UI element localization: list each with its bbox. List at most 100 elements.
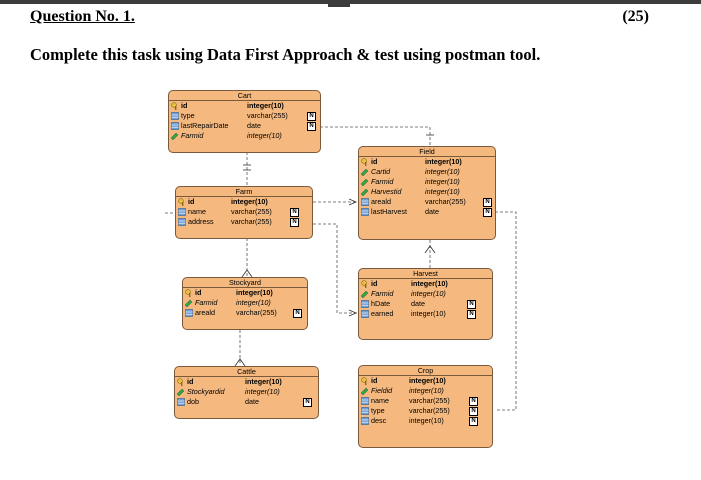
attr-name: id	[187, 377, 194, 386]
attr-type: integer(10)	[236, 288, 273, 297]
attr-type: varchar(255)	[231, 207, 272, 216]
top-border	[0, 0, 701, 4]
attr-name: Farmid	[195, 298, 218, 307]
attr-row: id integer(10)	[359, 376, 492, 386]
attr-name: address	[188, 217, 214, 226]
attr-type: varchar(255)	[425, 197, 466, 206]
attr-row: id integer(10)	[359, 157, 495, 167]
attr-name: id	[195, 288, 202, 297]
column-icon	[361, 407, 369, 415]
attr-row: Cartid integer(10)	[359, 167, 495, 177]
foreign-key-icon	[360, 188, 369, 197]
not-null-badge: N	[467, 310, 476, 319]
attr-type: integer(10)	[247, 131, 282, 140]
not-null-badge: N	[469, 397, 478, 406]
column-icon	[177, 398, 185, 406]
foreign-key-icon	[360, 387, 369, 396]
attr-type: integer(10)	[425, 157, 462, 166]
attr-type: varchar(255)	[231, 217, 272, 226]
not-null-badge: N	[290, 218, 299, 227]
attr-row: Farmid integer(10)	[183, 298, 307, 308]
attr-name: Fieldid	[371, 386, 393, 395]
attr-name: name	[188, 207, 206, 216]
attr-row: dob date N	[175, 397, 318, 407]
attr-type: date	[425, 207, 439, 216]
attr-type: integer(10)	[425, 177, 460, 186]
not-null-badge: N	[467, 300, 476, 309]
column-icon	[361, 417, 369, 425]
foreign-key-icon	[360, 168, 369, 177]
column-icon	[361, 397, 369, 405]
entity-field: Field id integer(10) Cartid integer(10) …	[358, 146, 496, 240]
attr-type: varchar(255)	[236, 308, 277, 317]
column-icon	[361, 198, 369, 206]
attr-name: lastHarvest	[371, 207, 407, 216]
attr-type: integer(10)	[247, 101, 284, 110]
entity-farm: Farm id integer(10) name varchar(255) N …	[175, 186, 313, 239]
attr-name: Harvestid	[371, 187, 402, 196]
attr-name: name	[371, 396, 389, 405]
entity-title: Field	[359, 147, 495, 157]
attr-name: id	[371, 279, 378, 288]
attr-name: id	[181, 101, 188, 110]
entity-harvest: Harvest id integer(10) Farmid integer(10…	[358, 268, 493, 340]
attr-type: varchar(255)	[247, 111, 288, 120]
not-null-badge: N	[307, 122, 316, 131]
column-icon	[185, 309, 193, 317]
attr-row: lastHarvest date N	[359, 207, 495, 217]
entity-crop: Crop id integer(10) Fieldid integer(10) …	[358, 365, 493, 448]
attr-type: date	[247, 121, 261, 130]
attr-name: type	[181, 111, 195, 120]
attr-row: Farmid integer(10)	[359, 177, 495, 187]
column-icon	[361, 310, 369, 318]
attr-type: integer(10)	[425, 187, 460, 196]
attr-name: earned	[371, 309, 394, 318]
entity-title: Harvest	[359, 269, 492, 279]
attr-row: Farmid integer(10)	[169, 131, 320, 141]
foreign-key-icon	[184, 299, 193, 308]
attr-row: hDate date N	[359, 299, 492, 309]
attr-type: integer(10)	[411, 279, 448, 288]
entity-cart: Cart id integer(10) type varchar(255) N …	[168, 90, 321, 153]
entity-title: Stockyard	[183, 278, 307, 288]
primary-key-icon	[178, 198, 186, 206]
attr-name: hDate	[371, 299, 391, 308]
column-icon	[178, 208, 186, 216]
attr-type: integer(10)	[245, 387, 280, 396]
attr-type: integer(10)	[411, 289, 446, 298]
attr-name: id	[371, 157, 378, 166]
attr-type: integer(10)	[245, 377, 282, 386]
foreign-key-icon	[170, 132, 179, 141]
attr-type: integer(10)	[409, 416, 444, 425]
entity-stockyard: Stockyard id integer(10) Farmid integer(…	[182, 277, 308, 330]
attr-name: areald	[195, 308, 215, 317]
attr-type: date	[245, 397, 259, 406]
column-icon	[361, 300, 369, 308]
attr-row: name varchar(255) N	[176, 207, 312, 217]
attr-type: integer(10)	[236, 298, 271, 307]
column-icon	[178, 218, 186, 226]
attr-row: id integer(10)	[175, 377, 318, 387]
foreign-key-icon	[176, 388, 185, 397]
attr-type: integer(10)	[409, 376, 446, 385]
farm-harvest-link	[313, 223, 360, 314]
attr-type: integer(10)	[231, 197, 268, 206]
question-title: Question No. 1.	[30, 8, 135, 25]
attr-row: lastRepairDate date N	[169, 121, 320, 131]
attr-name: Farmid	[371, 289, 394, 298]
attr-row: desc integer(10) N	[359, 416, 492, 426]
column-icon	[361, 208, 369, 216]
attr-name: Farmid	[181, 131, 204, 140]
column-icon	[171, 112, 179, 120]
entity-title: Farm	[176, 187, 312, 197]
not-null-badge: N	[483, 198, 492, 207]
attr-row: earned integer(10) N	[359, 309, 492, 319]
attr-name: desc	[371, 416, 387, 425]
attr-row: areald varchar(255) N	[183, 308, 307, 318]
attr-row: Stockyardid integer(10)	[175, 387, 318, 397]
attr-name: id	[188, 197, 195, 206]
not-null-badge: N	[469, 407, 478, 416]
attr-type: date	[411, 299, 425, 308]
attr-type: integer(10)	[411, 309, 446, 318]
